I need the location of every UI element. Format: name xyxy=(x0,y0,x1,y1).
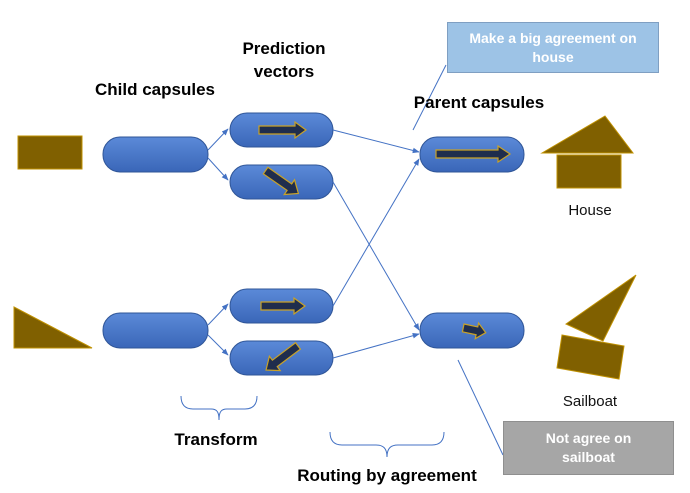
short-right-arrow-icon xyxy=(461,321,487,340)
transform-brace xyxy=(180,395,258,421)
callout-sailboat-pointer xyxy=(457,359,504,456)
parent-vector-arrows xyxy=(435,144,512,340)
house-body-shape xyxy=(556,154,622,189)
routing-by-agreement-label: Routing by agreement xyxy=(297,466,477,485)
input-triangle-shape xyxy=(13,306,93,349)
transform-label: Transform xyxy=(174,430,258,449)
callout-sailboat-disagreement: Not agree on sailboat xyxy=(503,421,674,475)
down-left-arrow-icon xyxy=(265,341,302,372)
long-right-arrow-icon xyxy=(435,144,512,164)
parent-capsules-label: Parent capsules xyxy=(413,93,545,112)
house-shape xyxy=(540,115,635,189)
child-capsule-top xyxy=(102,136,209,173)
house-label: House xyxy=(568,202,612,219)
child-capsule-bottom xyxy=(102,312,209,349)
down-right-arrow-icon xyxy=(262,166,300,196)
child-capsules-label: Child capsules xyxy=(95,80,215,99)
callout-house-agreement: Make a big agreement on house xyxy=(447,22,659,73)
right-arrow-icon xyxy=(260,296,307,316)
callout-house-pointer xyxy=(412,64,447,131)
sailboat-label: Sailboat xyxy=(562,393,618,410)
transform-connectors xyxy=(207,128,229,356)
prediction-vector-arrows xyxy=(258,120,308,372)
input-rectangle-shape xyxy=(17,135,83,170)
routing-connectors xyxy=(332,129,420,359)
sailboat-hull-shape xyxy=(556,334,625,380)
sailboat-sail-shape xyxy=(564,274,637,342)
prediction-vectors-label: Prediction vectors xyxy=(242,39,326,81)
routing-brace xyxy=(329,431,445,458)
house-roof-shape xyxy=(540,115,635,154)
sailboat-shape xyxy=(556,274,637,380)
right-arrow-icon xyxy=(258,120,308,140)
